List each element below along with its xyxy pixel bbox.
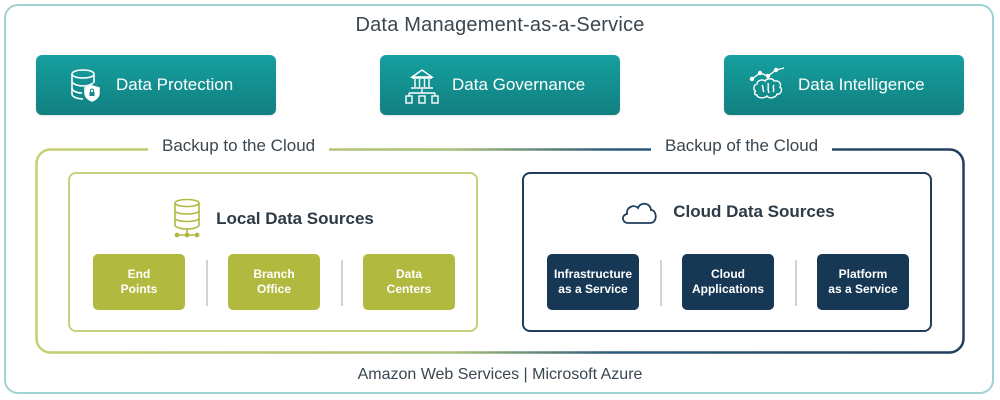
backup-frame (35, 148, 965, 354)
data-intelligence-box: Data Intelligence (724, 55, 964, 115)
iaas-tile: Infrastructure as a Service (547, 254, 639, 310)
service-label: Data Governance (452, 75, 586, 94)
cloud-icon (619, 198, 659, 226)
outer-frame (4, 4, 994, 394)
platform-footer: Amazon Web Services | Microsoft Azure (357, 366, 643, 383)
backup-of-cloud-label: Backup of the Cloud (651, 136, 833, 156)
local-panel-header: Local Data Sources (70, 198, 476, 240)
cloud-applications-tile: Cloud Applications (682, 254, 774, 310)
backup-to-cloud-label: Backup to the Cloud (148, 136, 330, 156)
end-points-tile: End Points (93, 254, 185, 310)
database-shield-icon (66, 65, 106, 105)
diagram-title: Data Management-as-a-Service (355, 14, 645, 36)
building-documents-icon (402, 65, 442, 105)
branch-office-tile: Branch Office (228, 254, 320, 310)
paas-tile: Platform as a Service (817, 254, 909, 310)
tile-divider (795, 260, 797, 306)
data-centers-tile: Data Centers (363, 254, 455, 310)
data-governance-box: Data Governance (380, 55, 620, 115)
local-data-sources-panel: Local Data Sources End Points Branch Off… (68, 172, 478, 332)
local-panel-title: Local Data Sources (216, 209, 374, 228)
cloud-panel-header: Cloud Data Sources (524, 198, 930, 226)
cloud-panel-title: Cloud Data Sources (673, 202, 835, 221)
tile-divider (660, 260, 662, 306)
cloud-data-sources-panel: Cloud Data Sources Infrastructure as a S… (522, 172, 932, 332)
database-network-icon (172, 198, 202, 240)
tile-divider (206, 260, 208, 306)
tile-divider (341, 260, 343, 306)
data-protection-box: Data Protection (36, 55, 276, 115)
service-label: Data Intelligence (798, 75, 925, 94)
service-label: Data Protection (116, 75, 234, 94)
brain-chart-icon (748, 65, 788, 105)
